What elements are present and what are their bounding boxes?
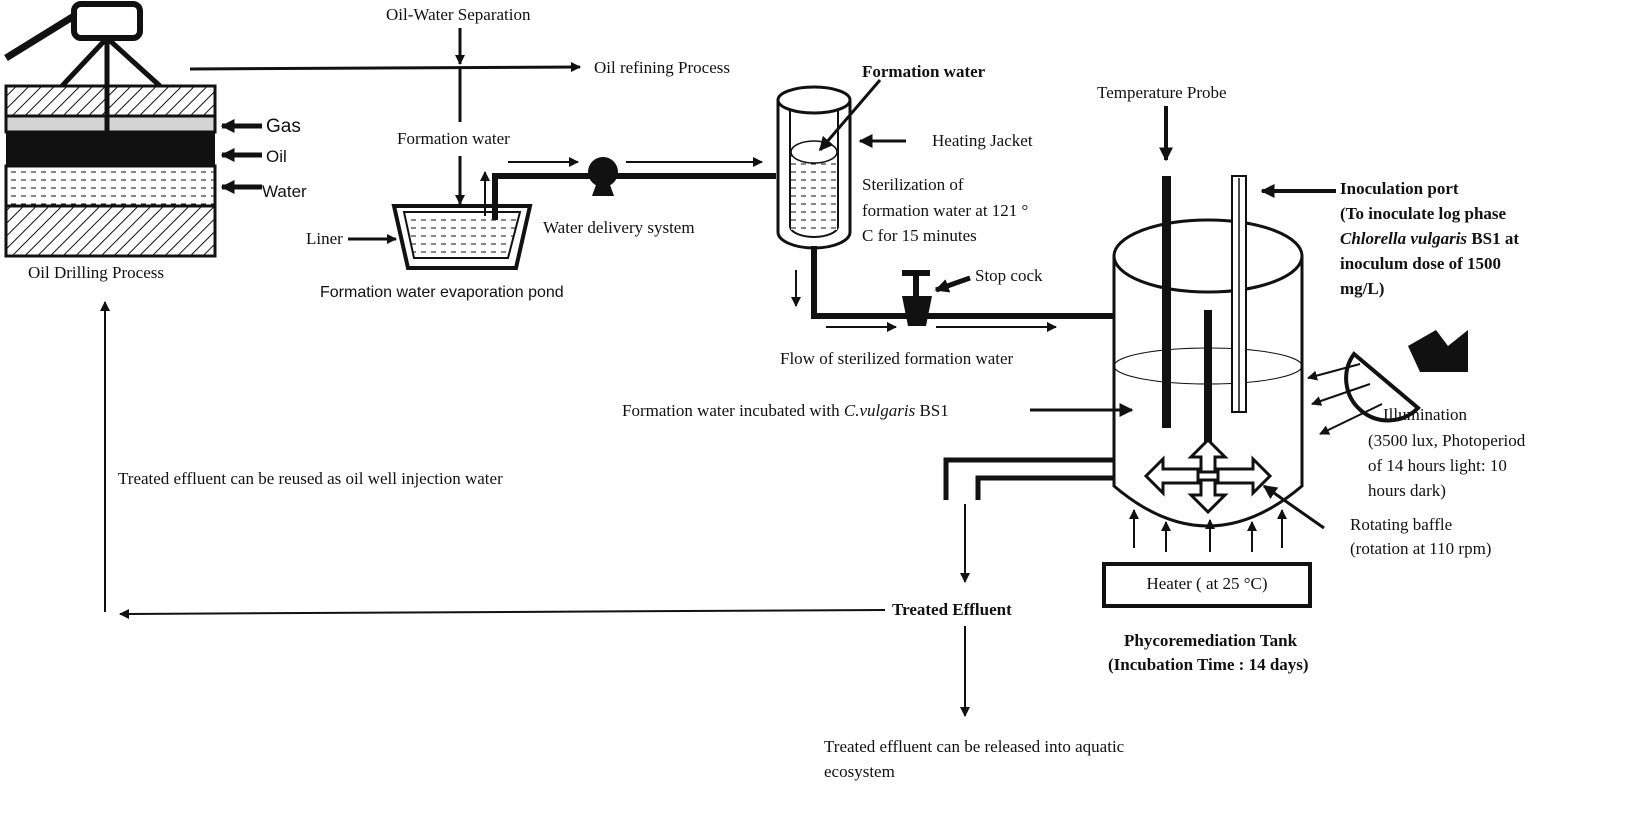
sterilizer-formation-water-label: Formation water [862,62,986,81]
stop-cock-label: Stop cock [975,266,1043,285]
gas-label: Gas [266,116,301,137]
sterilizer [776,79,906,250]
water-label: Water [262,182,307,201]
pump [588,157,618,196]
cvulgaris-name: C.vulgaris [843,401,916,420]
illumination-line-2: (3500 lux, Photoperiod [1368,431,1526,450]
layer-arrows [220,119,262,194]
released-line-1: Treated effluent can be released into aq… [824,737,1125,756]
chlorella-name: Chlorella vulgaris [1340,229,1468,248]
outlet-pipes [943,457,1114,500]
incubated-label: Formation water incubated with C.vulgari… [622,400,949,422]
incubated-strain: BS1 [915,401,949,420]
illumination-line-3: of 14 hours light: 10 [1368,456,1507,475]
evaporation-pond-label: Formation water evaporation pond [320,284,564,301]
strain-suffix: BS1 at [1467,229,1520,248]
oil-water-separation-label: Oil-Water Separation [386,5,531,24]
temperature-probe-label: Temperature Probe [1097,83,1227,102]
lamp [1307,330,1468,435]
formation-water-label: Formation water [397,129,510,148]
tank-title: Phycoremediation Tank [1124,631,1298,650]
inoculation-port-label: Inoculation port [1340,179,1459,198]
stop-cock [902,270,971,326]
heating-jacket-label: Heating Jacket [932,131,1033,150]
illumination-label: Illumination [1383,405,1468,424]
effluent-arrows [100,301,970,717]
treated-reuse-label: Treated effluent can be reused as oil we… [118,469,503,488]
inoculation-line-4: mg/L) [1340,279,1385,298]
liner-label: Liner [306,229,343,248]
evaporation-pond [348,204,533,270]
ground-layers [4,84,217,258]
rotating-baffle [1143,310,1325,530]
separation-arrows [189,28,581,205]
oil-drilling-label: Oil Drilling Process [28,263,164,282]
inoculation-line-2: Chlorella vulgaris BS1 at [1340,228,1519,250]
heater-label: Heater ( at 25 °C) [1146,574,1268,593]
oil-label: Oil [266,147,287,166]
rotating-baffle-rpm: (rotation at 110 rpm) [1350,539,1492,558]
heater [1102,509,1312,608]
sterilization-line-3: C for 15 minutes [862,226,977,245]
oil-refining-label: Oil refining Process [594,58,730,77]
sterilization-line-2: formation water at 121 ° [862,201,1029,220]
sterile-pipe [791,246,1114,332]
tank-incubation-time: (Incubation Time : 14 days) [1108,655,1309,674]
released-line-2: ecosystem [824,762,895,781]
probes [1159,106,1336,428]
rotating-baffle-label: Rotating baffle [1350,515,1453,534]
treated-effluent-label: Treated Effluent [892,600,1012,619]
water-delivery-label: Water delivery system [543,218,695,237]
delivery-pipe [480,157,776,220]
incubated-text: Formation water incubated with [622,401,844,420]
illumination-line-4: hours dark) [1368,481,1446,500]
flow-sterilized-label: Flow of sterilized formation water [780,349,1014,368]
inoculation-line-3: inoculum dose of 1500 [1340,254,1502,273]
sterilization-line-1: Sterilization of [862,175,964,194]
inoculation-line-1: (To inoculate log phase [1340,204,1507,223]
